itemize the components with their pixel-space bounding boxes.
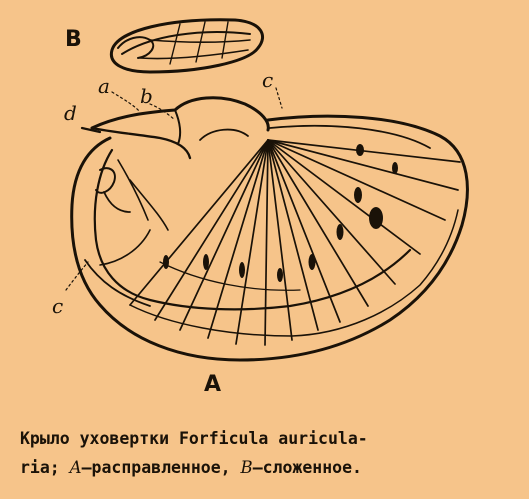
label-A: A <box>204 372 222 397</box>
label-c-left: c <box>52 294 64 318</box>
label-b: b <box>140 84 153 108</box>
label-d: d <box>64 101 77 125</box>
earwig-wing-diagram <box>65 18 469 362</box>
spread-wing-A <box>65 87 469 362</box>
folded-wing-B <box>109 18 264 74</box>
caption-A-letter: A <box>69 458 82 477</box>
label-a: a <box>98 74 110 98</box>
label-B: B <box>65 27 82 52</box>
caption-folded: —сложенное. <box>252 458 362 477</box>
caption-ria: ria; <box>20 458 70 477</box>
caption-B-letter: B <box>240 458 253 477</box>
caption-line-2: ria; A—расправленное, B—сложенное. <box>20 453 515 482</box>
label-c-top: c <box>262 68 274 92</box>
caption-spread: —расправленное, <box>81 458 241 477</box>
figure-caption: Крыло уховертки Forficula auricula- ria;… <box>20 424 515 482</box>
caption-line-1: Крыло уховертки Forficula auricula- <box>20 429 368 448</box>
